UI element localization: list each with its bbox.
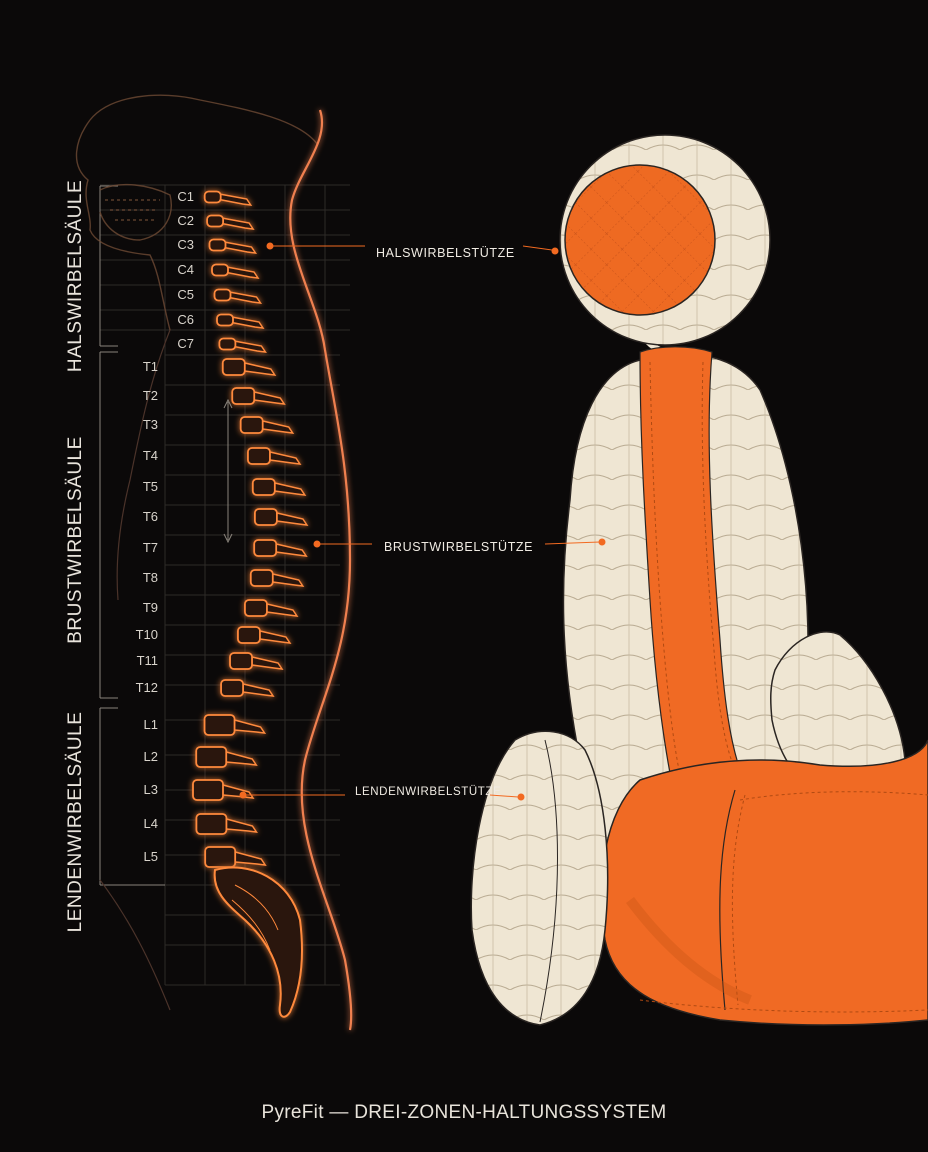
footer-title: DREI-ZONEN-HALTUNGSSYSTEM <box>354 1102 667 1123</box>
footer-separator: — <box>323 1102 355 1123</box>
vertebra-c5 <box>213 288 263 304</box>
vertebra-t4 <box>247 447 302 465</box>
vertebra-t7 <box>253 539 308 557</box>
vertebra-c7 <box>218 337 267 353</box>
spine <box>192 190 309 868</box>
front-contour <box>99 329 171 1011</box>
vertebra-t9 <box>244 599 299 617</box>
vertebra-label-t11: T11 <box>137 653 158 668</box>
vertebra-label-c3: C3 <box>177 237 194 252</box>
vertebra-t5 <box>251 478 307 496</box>
vertebra-t11 <box>229 652 284 670</box>
vertebra-label-c5: C5 <box>177 287 194 302</box>
vertebra-label-c4: C4 <box>177 262 194 277</box>
side-pillow-right <box>770 631 906 801</box>
vertebra-label-l2: L2 <box>144 749 158 764</box>
vertebra-label-t5: T5 <box>143 479 158 494</box>
brand-name: PyreFit <box>261 1102 324 1123</box>
vertebra-label-t2: T2 <box>143 388 158 403</box>
vertebra-l5 <box>204 846 267 868</box>
vertebra-label-t1: T1 <box>143 359 158 374</box>
callout-chest: BRUSTWIRBELSTÜTZE <box>313 538 606 554</box>
zone-brackets <box>99 185 165 886</box>
head-silhouette <box>75 94 319 331</box>
sacrum <box>213 866 303 1018</box>
vertebra-labels: C1C2C3C4C5C6C7T1T2T3T4T5T6T7T8T9T10T11T1… <box>136 189 194 864</box>
zone-label-cervical: HALSWIRBELSÄULE <box>65 180 86 372</box>
vertebra-t2 <box>231 387 286 405</box>
vertebra-t10 <box>237 626 292 644</box>
vertebra-c2 <box>206 214 255 230</box>
range-arrow <box>223 398 233 544</box>
lumbar-cushion <box>470 730 609 1026</box>
vertebra-label-t8: T8 <box>143 570 158 585</box>
vertebra-label-t7: T7 <box>143 540 158 555</box>
vertebra-label-l4: L4 <box>144 816 158 831</box>
vertebra-t8 <box>249 569 305 587</box>
lumbar-roll <box>600 739 928 1026</box>
callout-chest-label: BRUSTWIRBELSTÜTZE <box>384 540 533 554</box>
callout-neck: HALSWIRBELSTÜTZE <box>266 242 559 260</box>
vertebra-label-t6: T6 <box>143 509 158 524</box>
vertebra-c6 <box>216 313 265 329</box>
vertebra-label-c1: C1 <box>177 189 194 204</box>
vertebra-c3 <box>208 238 258 254</box>
vertebra-t3 <box>239 416 295 434</box>
vertebra-label-c6: C6 <box>177 312 194 327</box>
footer-caption: PyreFit — DREI-ZONEN-HALTUNGSSYSTEM <box>0 1102 928 1124</box>
vertebra-label-t4: T4 <box>143 448 158 463</box>
zone-label-lumbar: LENDENWIRBELSÄULE <box>65 712 86 933</box>
vertebra-t12 <box>220 679 275 697</box>
back-contour <box>289 109 353 1031</box>
vertebra-l2 <box>195 746 258 768</box>
vertebra-label-c2: C2 <box>177 213 194 228</box>
vertebra-label-t12: T12 <box>136 680 158 695</box>
vertebra-t1 <box>221 358 277 376</box>
callout-lumbar: LENDENWIRBELSTÜTZE <box>239 786 525 801</box>
vertebra-c1 <box>203 190 253 206</box>
vertebra-label-l5: L5 <box>144 849 158 864</box>
vertebra-t6 <box>254 508 309 526</box>
pillow-system <box>470 134 928 1026</box>
callout-neck-label: HALSWIRBELSTÜTZE <box>376 246 515 260</box>
vertebra-label-l3: L3 <box>144 782 158 797</box>
zone-label-thoracic: BRUSTWIRBELSÄULE <box>65 436 86 644</box>
vertebra-c4 <box>211 263 260 279</box>
thoracic-band <box>639 346 741 822</box>
vertebra-label-t3: T3 <box>143 417 158 432</box>
vertebra-label-t9: T9 <box>143 600 158 615</box>
vertebra-label-t10: T10 <box>136 627 158 642</box>
vertebra-l1 <box>203 714 267 736</box>
vertebra-label-l1: L1 <box>144 717 158 732</box>
callout-lumbar-label: LENDENWIRBELSTÜTZE <box>355 786 501 798</box>
vertebra-label-c7: C7 <box>177 336 194 351</box>
vertebra-l4 <box>195 813 258 835</box>
neck-pillow-center <box>564 164 716 316</box>
